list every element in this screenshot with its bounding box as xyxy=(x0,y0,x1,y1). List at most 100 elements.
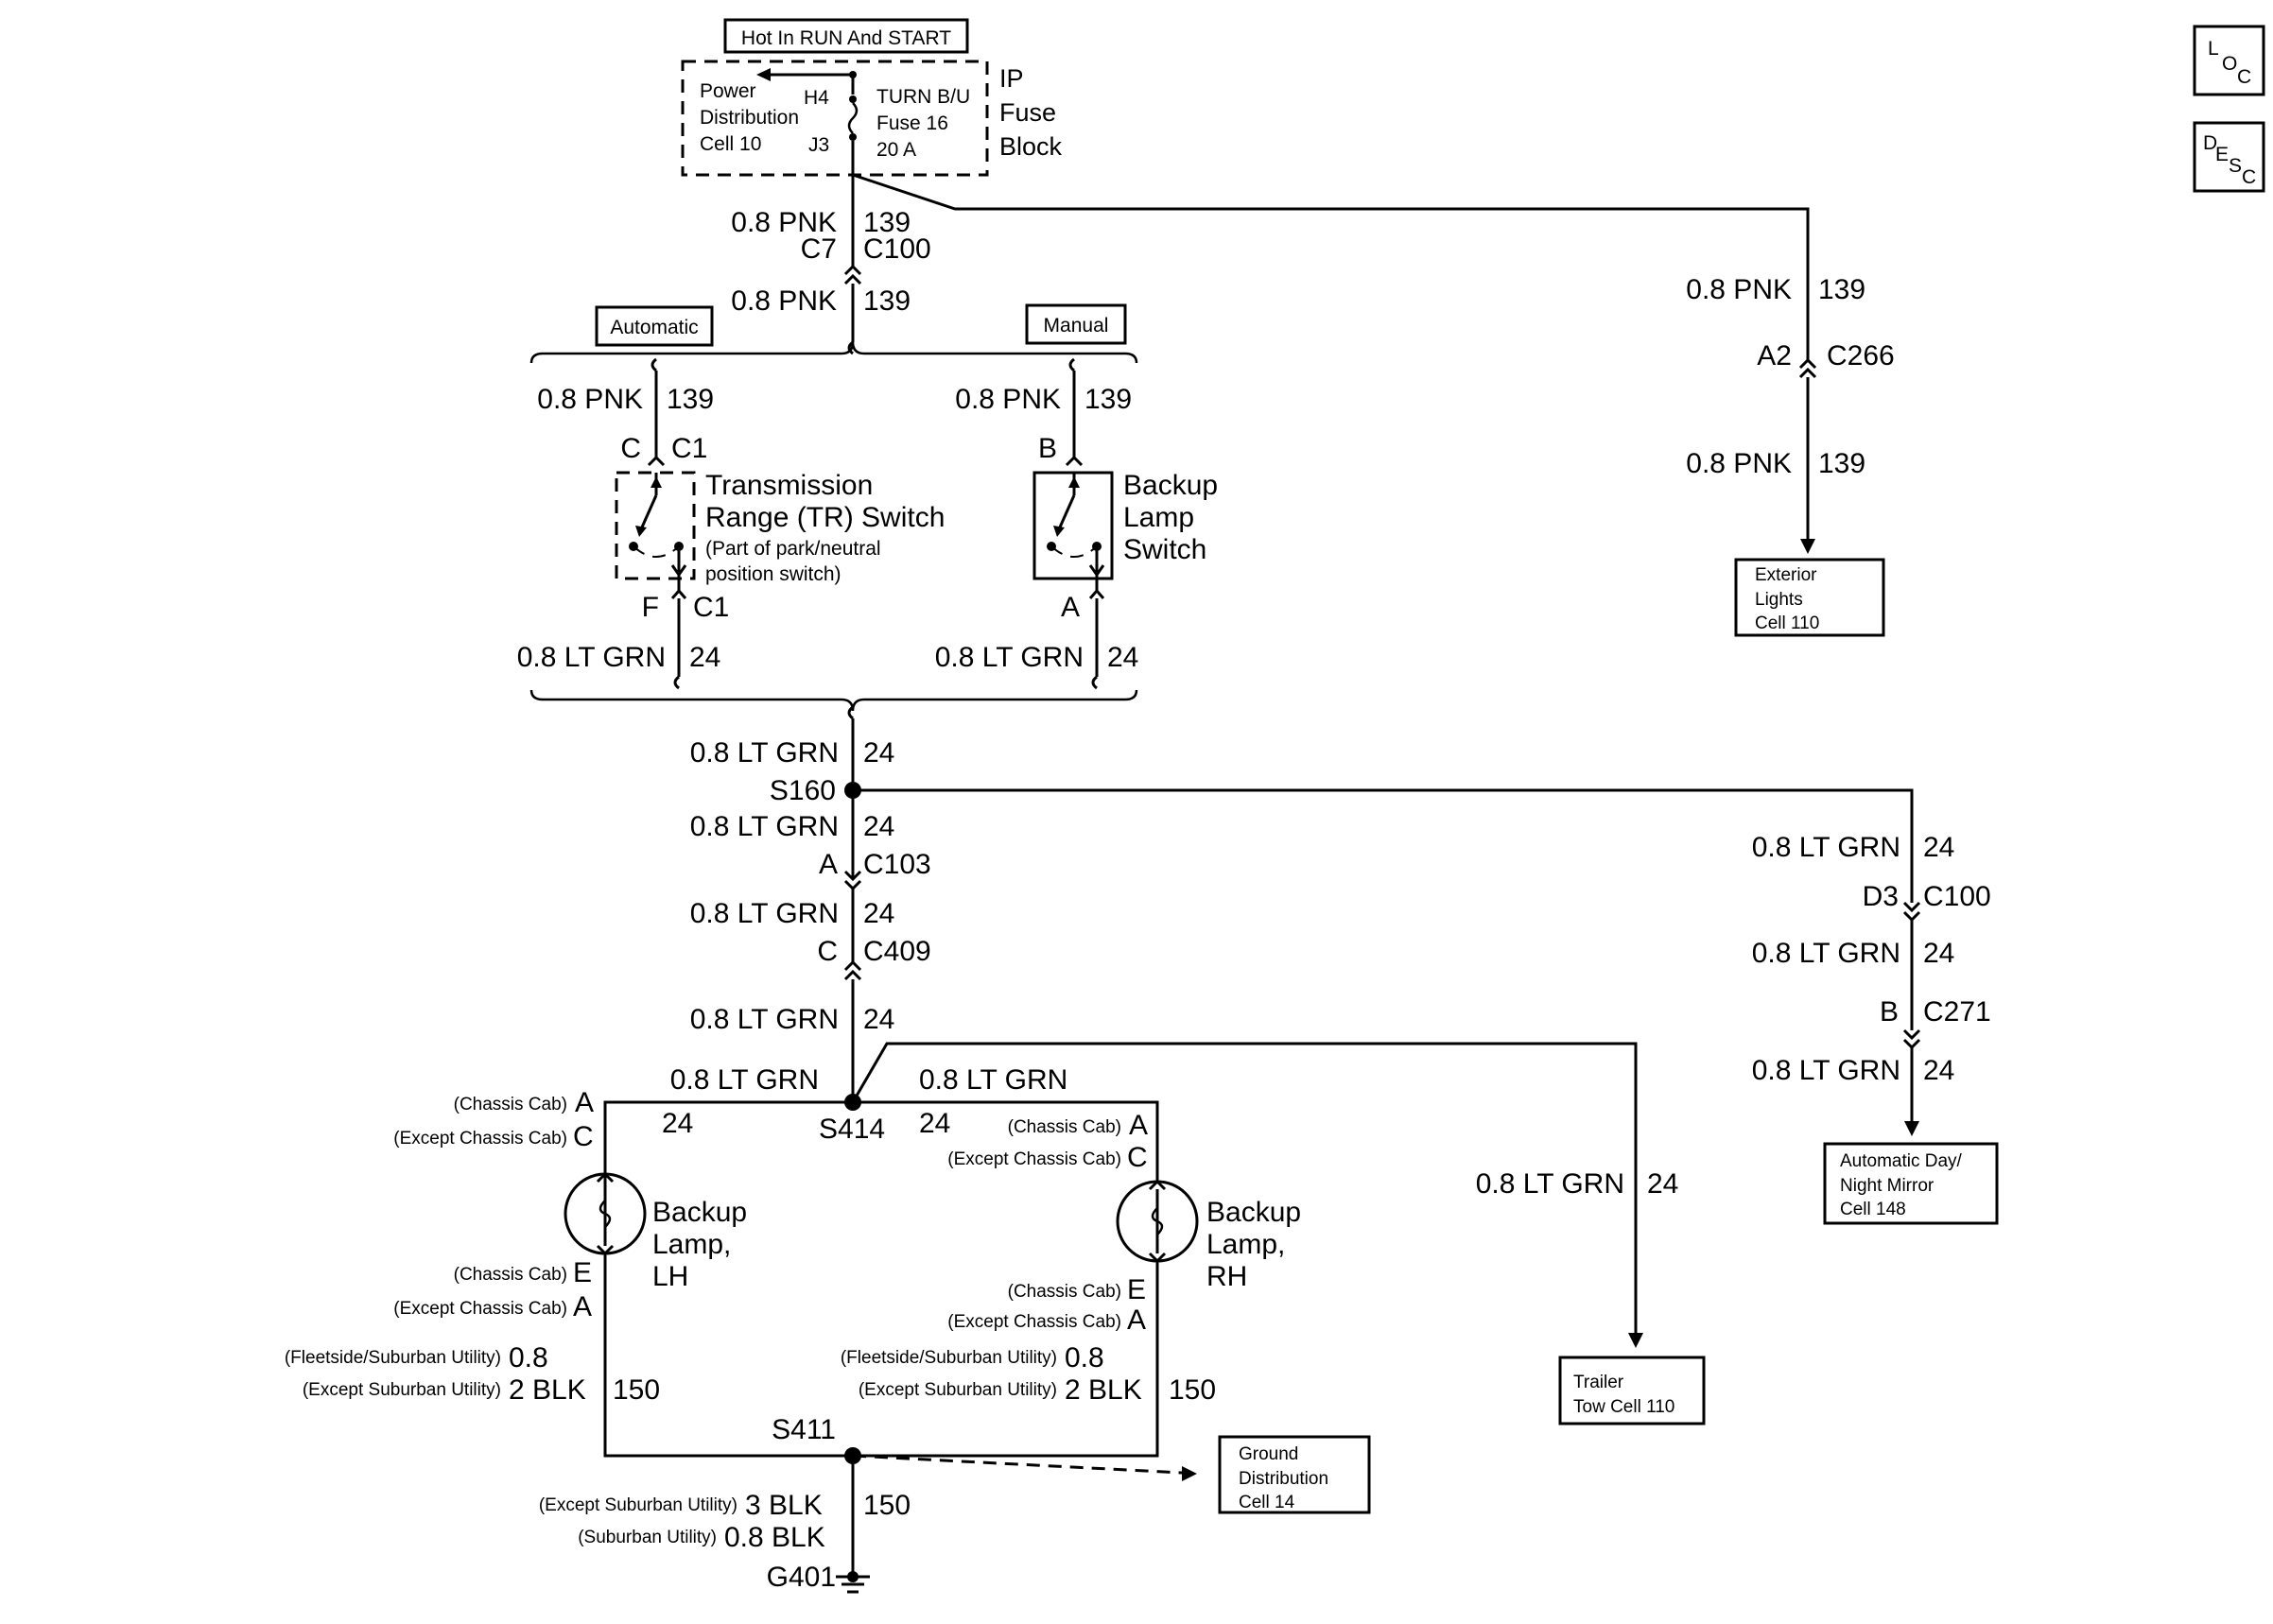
loc-letter: O xyxy=(2222,53,2237,75)
circuit-150: 150 xyxy=(863,1490,911,1521)
lamp-title: RH xyxy=(1206,1261,1247,1292)
variant-label: (Except Chassis Cab) xyxy=(947,1149,1121,1169)
splice-s411: S411 xyxy=(772,1414,836,1445)
variant-label: (Except Chassis Cab) xyxy=(393,1129,567,1149)
variant-label: (Suburban Utility) xyxy=(578,1528,717,1547)
wire-label-lt-grn: 0.8 LT GRN xyxy=(690,1004,839,1035)
wire-label-lt-grn: 0.8 LT GRN xyxy=(1752,1055,1900,1086)
circuit-24: 24 xyxy=(919,1108,950,1139)
circuit-139: 139 xyxy=(1818,274,1865,305)
connector-c1: C1 xyxy=(693,592,729,623)
gauge-label: 0.8 xyxy=(1065,1342,1104,1373)
wire-label-lt-grn: 0.8 LT GRN xyxy=(1476,1168,1624,1200)
variant-label: (Except Suburban Utility) xyxy=(303,1380,501,1400)
lamp-title: LH xyxy=(652,1261,688,1292)
wire-139-automatic xyxy=(647,357,666,467)
pin-b: B xyxy=(1038,433,1057,464)
variant-label: (Fleetside/Suburban Utility) xyxy=(285,1348,501,1368)
gauge-label: 2 BLK xyxy=(1065,1374,1142,1406)
backup-switch-title: Backup xyxy=(1123,470,1218,501)
pin-e: E xyxy=(573,1257,592,1288)
connector-c100: C100 xyxy=(863,233,931,265)
lamp-title: Lamp, xyxy=(1206,1229,1285,1260)
trailer-tow-ref[interactable]: Trailer Tow Cell 110 xyxy=(1558,1356,1706,1425)
variant-label: (Except Suburban Utility) xyxy=(539,1495,737,1515)
circuit-24: 24 xyxy=(1107,642,1138,673)
connector-c100: C100 xyxy=(1923,881,1991,912)
backup-switch-title: Lamp xyxy=(1123,502,1194,533)
gauge-label: 0.8 BLK xyxy=(724,1522,825,1553)
ref-text: Lights xyxy=(1755,590,1803,610)
location-icon[interactable]: L O C xyxy=(2193,25,2265,96)
option-brace-top xyxy=(529,341,1138,364)
ref-text: Distribution xyxy=(1239,1469,1328,1489)
pin-c: C xyxy=(1127,1142,1148,1173)
connector-c271: C271 xyxy=(1923,996,1991,1028)
manual-label: Manual xyxy=(1044,315,1109,337)
ref-text: Cell 14 xyxy=(1239,1493,1295,1512)
pin-a2: A2 xyxy=(1757,340,1792,371)
ref-text: Ground xyxy=(1239,1444,1298,1464)
wire-label-lt-grn: 0.8 LT GRN xyxy=(690,737,839,769)
backup-switch-title: Switch xyxy=(1123,534,1206,565)
fuse-label: Fuse 16 xyxy=(876,112,948,134)
circuit-24: 24 xyxy=(1923,832,1954,863)
desc-letter: E xyxy=(2215,144,2229,165)
circuit-24: 24 xyxy=(1923,938,1954,969)
ground-distribution-ref[interactable]: Ground Distribution Cell 14 xyxy=(1218,1435,1371,1514)
wire-150-ground xyxy=(603,1253,1197,1594)
pin-j3: J3 xyxy=(808,134,829,156)
power-dist-label: Cell 10 xyxy=(700,133,761,155)
circuit-139: 139 xyxy=(1084,384,1132,415)
pin-b: B xyxy=(1880,996,1899,1028)
wire-label-lt-grn: 0.8 LT GRN xyxy=(690,898,839,929)
circuit-139: 139 xyxy=(1818,448,1865,479)
wire-24-automatic xyxy=(673,598,681,690)
ref-text: Night Mirror xyxy=(1840,1176,1935,1196)
auto-day-night-mirror-ref[interactable]: Automatic Day/ Night Mirror Cell 148 xyxy=(1823,1142,1999,1225)
fuse-label: TURN B/U xyxy=(876,86,970,108)
circuit-24: 24 xyxy=(863,898,894,929)
power-dist-label: Power xyxy=(700,80,756,102)
gauge-label: 2 BLK xyxy=(509,1374,586,1406)
connector-c409: C409 xyxy=(863,936,931,967)
power-dist-label: Distribution xyxy=(700,107,799,129)
circuit-150: 150 xyxy=(613,1374,660,1406)
tr-switch-note: (Part of park/neutral xyxy=(705,538,881,560)
variant-label: (Chassis Cab) xyxy=(454,1265,567,1285)
wire-label-lt-grn: 0.8 LT GRN xyxy=(690,811,839,842)
circuit-150: 150 xyxy=(1169,1374,1216,1406)
circuit-139: 139 xyxy=(863,285,911,317)
wire-24-mirror xyxy=(853,788,1921,1136)
wire-label-lt-grn: 0.8 LT GRN xyxy=(919,1064,1067,1096)
ip-fuse-block: Hot In RUN And START Power Distribution … xyxy=(681,18,1063,177)
circuit-24: 24 xyxy=(1647,1168,1678,1200)
desc-letter: D xyxy=(2203,132,2217,154)
wire-label-lt-grn: 0.8 LT GRN xyxy=(517,642,666,673)
hot-in-run-start-label: Hot In RUN And START xyxy=(741,27,951,49)
automatic-tag: Automatic xyxy=(595,305,714,347)
ref-text: Trailer xyxy=(1573,1373,1624,1392)
wire-label-pnk: 0.8 PNK xyxy=(1686,274,1792,305)
pin-a: A xyxy=(1061,592,1080,623)
description-icon[interactable]: D E S C xyxy=(2193,121,2265,193)
pin-a: A xyxy=(573,1291,592,1322)
connector-c1: C1 xyxy=(671,433,707,464)
pin-d3: D3 xyxy=(1863,881,1899,912)
pin-f: F xyxy=(642,592,659,623)
wire-label-pnk: 0.8 PNK xyxy=(537,384,643,415)
tr-switch-title: Range (TR) Switch xyxy=(705,502,945,533)
tr-switch-note: position switch) xyxy=(705,563,842,585)
ref-text: Tow Cell 110 xyxy=(1573,1397,1674,1417)
connector-c266: C266 xyxy=(1827,340,1895,371)
pin-c: C xyxy=(573,1121,594,1152)
fuse-block-title: IP xyxy=(999,64,1024,93)
pin-c: C xyxy=(817,936,838,967)
pin-a: A xyxy=(1127,1304,1146,1336)
exterior-lights-ref[interactable]: Exterior Lights Cell 110 xyxy=(1734,558,1885,637)
variant-label: (Chassis Cab) xyxy=(1008,1117,1121,1137)
variant-label: (Except Chassis Cab) xyxy=(393,1299,567,1319)
gauge-label: 0.8 xyxy=(509,1342,548,1373)
ref-text: Cell 148 xyxy=(1840,1200,1906,1219)
